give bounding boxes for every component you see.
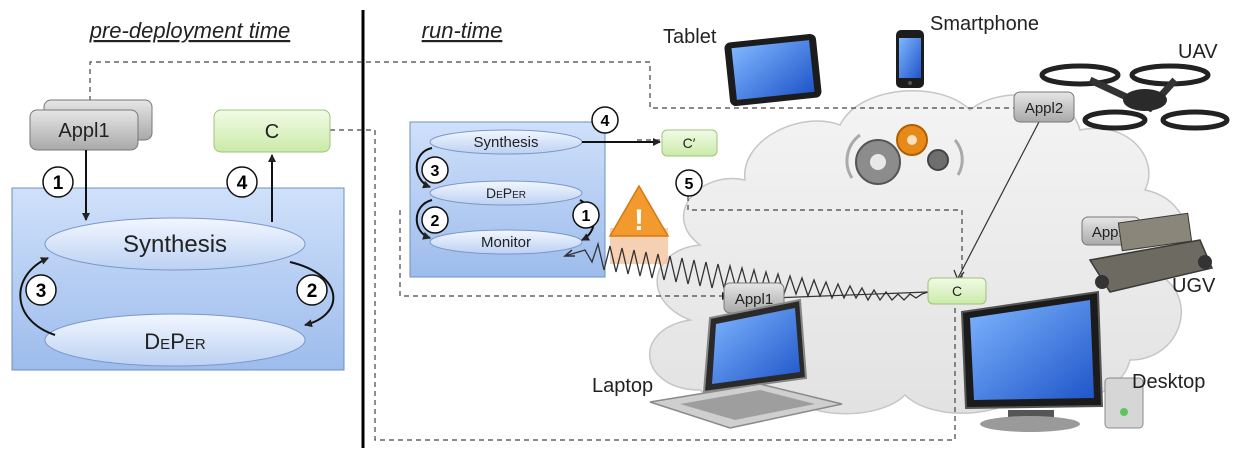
uav-label: UAV <box>1178 41 1218 63</box>
arrow-synthesis-deper <box>289 261 335 328</box>
link-appl1-c <box>771 291 929 299</box>
rt-cprime-box: C′ <box>661 129 718 157</box>
dashed-connectors <box>89 61 1014 441</box>
rt-monitor-ellipse: Monitor <box>429 229 583 255</box>
uav-icon <box>1039 63 1230 131</box>
net-c-label: C <box>952 283 962 299</box>
rt-synthesis-ellipse: Synthesis <box>429 129 583 155</box>
rt-deper-ellipse: DePer <box>429 180 583 206</box>
gears-icon <box>845 124 964 185</box>
svg-text:1: 1 <box>53 173 64 194</box>
rt-step-3: 3 <box>421 156 449 184</box>
svg-text:1: 1 <box>582 208 591 225</box>
pre-c-label: C <box>265 121 279 143</box>
smartphone-label: Smartphone <box>930 13 1039 35</box>
pre-c-box: C <box>213 109 331 153</box>
rt-arrow-deper-synthesis <box>415 147 433 189</box>
tablet-label: Tablet <box>663 26 717 48</box>
svg-text:2: 2 <box>431 213 440 230</box>
pre-synthesis-label: Synthesis <box>123 231 227 258</box>
pre-step-4: 4 <box>226 166 258 198</box>
pre-deployment-heading: pre-deployment time <box>89 18 291 43</box>
pre-step-2: 2 <box>296 274 328 306</box>
smartphone-icon <box>896 30 924 88</box>
pre-synthesis-ellipse: Synthesis <box>44 217 306 271</box>
svg-text:3: 3 <box>36 281 47 302</box>
laptop-icon <box>649 298 843 429</box>
pre-deper-label: DePer <box>144 329 206 354</box>
arrow-deper-synthesis <box>19 257 56 336</box>
rt-step-5: 5 <box>675 169 703 197</box>
run-time-heading: run-time <box>422 18 503 43</box>
svg-text:2: 2 <box>307 281 318 302</box>
net-appl2-label: Appl2 <box>1025 100 1063 117</box>
rt-step-2: 2 <box>421 206 449 234</box>
net-c-box: C <box>927 277 987 305</box>
svg-text:5: 5 <box>685 176 694 193</box>
desktop-icon <box>960 290 1144 432</box>
pre-step-1: 1 <box>42 166 74 198</box>
ugv-label: UGV <box>1172 275 1216 297</box>
noise-zigzag <box>564 241 929 302</box>
link-appl2-c <box>957 119 1041 279</box>
warning-exclamation: ! <box>634 204 644 237</box>
rt-cprime-label: C′ <box>683 135 696 151</box>
desktop-label: Desktop <box>1132 371 1205 393</box>
ugv-icon <box>1088 212 1214 293</box>
rt-synthesis-label: Synthesis <box>473 134 538 151</box>
rt-arrow-monitor-deper <box>415 199 433 240</box>
rt-step-4: 4 <box>591 106 619 134</box>
warning-icon: ! <box>608 184 670 264</box>
svg-text:4: 4 <box>601 113 610 130</box>
laptop-label: Laptop <box>592 375 653 397</box>
pre-step-3: 3 <box>25 274 57 306</box>
rt-step-1: 1 <box>572 201 600 229</box>
pre-deper-ellipse: DePer <box>44 313 306 367</box>
tablet-icon <box>724 33 822 107</box>
rt-deper-label: DePer <box>486 185 526 201</box>
net-appl1-label: Appl1 <box>735 291 773 308</box>
zigzag-arrowhead <box>562 249 575 257</box>
pre-appl1-box: Appl1 <box>29 99 153 151</box>
pre-appl1-label: Appl1 <box>58 120 109 142</box>
net-appl2-box: Appl2 <box>1013 91 1075 123</box>
svg-text:4: 4 <box>237 173 248 194</box>
svg-text:3: 3 <box>431 163 440 180</box>
rt-monitor-label: Monitor <box>481 234 531 251</box>
